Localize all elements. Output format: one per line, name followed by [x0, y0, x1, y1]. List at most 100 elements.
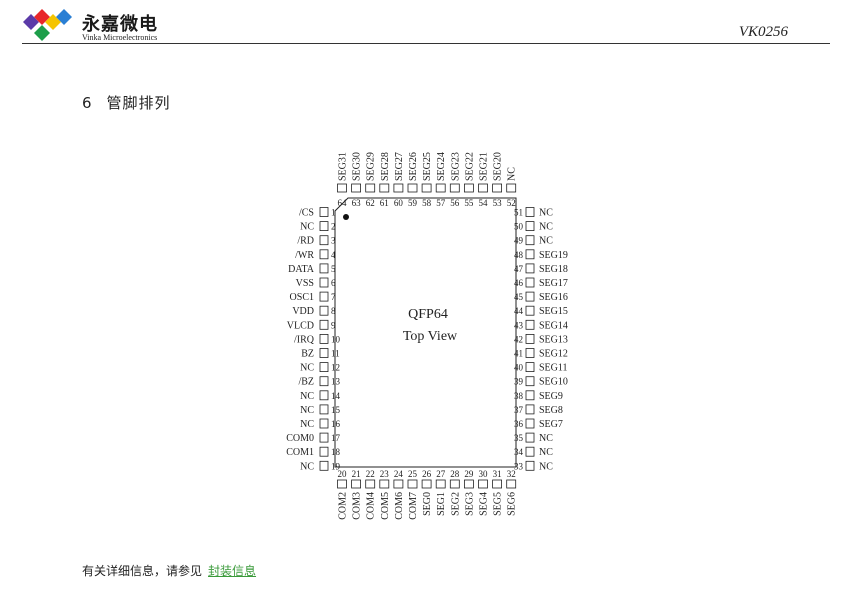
package-info-link[interactable]: 封装信息 [208, 564, 257, 578]
pin-name-left: BZ [301, 349, 314, 360]
pin-number-bottom: 31 [493, 469, 502, 479]
pin-pad-top [478, 183, 488, 193]
pin-name-right: SEG17 [539, 278, 568, 289]
pin-number-top: 55 [464, 198, 474, 208]
pin-name-bottom: COM4 [366, 492, 377, 520]
footer-text: 有关详细信息，请参见 [82, 564, 203, 578]
pin-number-bottom: 29 [464, 469, 474, 479]
pin-pad-left [319, 418, 329, 429]
pin-number-left: 6 [331, 278, 336, 288]
pin-number-bottom: 27 [436, 469, 446, 479]
pin-name-bottom: COM6 [394, 492, 405, 520]
pin-number-left: 12 [331, 363, 340, 373]
pin-number-right: 42 [514, 334, 523, 344]
pin-number-left: 4 [331, 250, 336, 260]
pin-number-right: 47 [514, 264, 524, 274]
pin-pad-right [525, 348, 535, 358]
pin-pad-left [319, 277, 329, 288]
pin-pad-left [319, 207, 329, 217]
pin-pad-left [319, 390, 329, 401]
chip-body [334, 197, 517, 468]
pin-number-right: 43 [514, 320, 524, 330]
pin-name-right: SEG7 [539, 419, 563, 430]
pin-pad-right [525, 291, 535, 302]
pin-name-right: NC [539, 433, 553, 444]
pin-name-right: SEG8 [539, 405, 563, 416]
pin-pad-top [435, 183, 446, 193]
pin-name-left: VSS [296, 278, 314, 289]
pin-pad-top [421, 183, 432, 193]
pin-number-top: 64 [338, 198, 348, 208]
pin-pad-left [319, 362, 329, 373]
pin-number-left: 11 [331, 349, 340, 359]
pin-number-bottom: 24 [394, 469, 404, 479]
pin-name-bottom: COM5 [380, 492, 391, 520]
pin-number-bottom: 32 [507, 469, 516, 479]
pin-name-right: NC [539, 461, 553, 472]
pin-pad-right [525, 305, 535, 316]
pin-name-right: SEG12 [539, 349, 568, 360]
pin-name-top: SEG30 [352, 152, 363, 181]
pin-number-top: 53 [493, 198, 503, 208]
company-logo: 永嘉微电 Vinka Microelectronics [22, 8, 172, 44]
pin-pad-top [393, 183, 404, 193]
pin-number-bottom: 25 [408, 469, 418, 479]
pin-name-bottom: SEG1 [436, 492, 447, 516]
pin-pad-bottom [435, 479, 446, 489]
pin-pad-right [525, 333, 535, 344]
pin-name-bottom: SEG4 [479, 492, 490, 516]
pin-name-top: SEG24 [436, 152, 447, 181]
pin-pad-top [407, 183, 418, 193]
pin-number-top: 58 [422, 198, 432, 208]
pin-name-left: /CS [299, 208, 314, 219]
pin-name-left: OSC1 [290, 292, 314, 303]
document-id: VK0256 [738, 24, 788, 40]
pin-number-bottom: 20 [338, 469, 348, 479]
pin-name-left: /RD [297, 236, 314, 247]
pin-name-right: SEG16 [539, 292, 568, 303]
pin-pad-left [319, 263, 329, 274]
pin-name-top: SEG20 [493, 152, 504, 181]
pin-number-right: 36 [514, 419, 524, 429]
pin-pad-left [319, 348, 329, 358]
pin-name-top: SEG28 [380, 152, 391, 181]
pin-name-top: SEG21 [479, 152, 490, 181]
pin-number-left: 9 [331, 320, 336, 330]
pin-name-left: NC [300, 461, 314, 472]
pin-name-top: NC [507, 167, 518, 181]
pin-name-top: SEG29 [366, 152, 377, 181]
pin-name-left: NC [300, 222, 314, 233]
pin-pad-top [379, 183, 390, 193]
pin-number-left: 16 [331, 419, 341, 429]
pin-pad-top [351, 183, 362, 193]
pin-number-left: 13 [331, 377, 341, 387]
pin-pad-right [525, 460, 535, 471]
pin-number-right: 44 [514, 306, 524, 316]
pin-number-right: 33 [514, 461, 524, 471]
pin-number-right: 48 [514, 250, 524, 260]
pin-pad-left [319, 446, 329, 457]
pin-pad-bottom [421, 479, 432, 489]
pin-name-right: NC [539, 447, 553, 458]
pin-pad-left [319, 291, 329, 302]
pin-number-left: 15 [331, 405, 341, 415]
pin-name-left: /WR [295, 250, 314, 261]
pin-number-bottom: 28 [450, 469, 460, 479]
pin-pad-left [319, 432, 329, 443]
pin-pad-right [525, 249, 535, 260]
pin-pad-right [525, 362, 535, 373]
pin-number-right: 38 [514, 391, 524, 401]
pin-pad-bottom [365, 479, 376, 489]
pin-pad-left [319, 376, 329, 387]
pin-name-left: /IRQ [294, 334, 315, 345]
pin-number-bottom: 23 [380, 469, 390, 479]
pin-pad-top [449, 183, 460, 193]
pin-name-left: /BZ [298, 377, 314, 388]
pin-pad-bottom [407, 479, 418, 489]
pin1-marker [343, 214, 349, 220]
pin-name-bottom: COM3 [352, 492, 363, 520]
pin-name-bottom: SEG6 [507, 492, 518, 516]
brand-name-cn: 永嘉微电 [82, 14, 158, 35]
pin-pad-right [525, 418, 535, 429]
